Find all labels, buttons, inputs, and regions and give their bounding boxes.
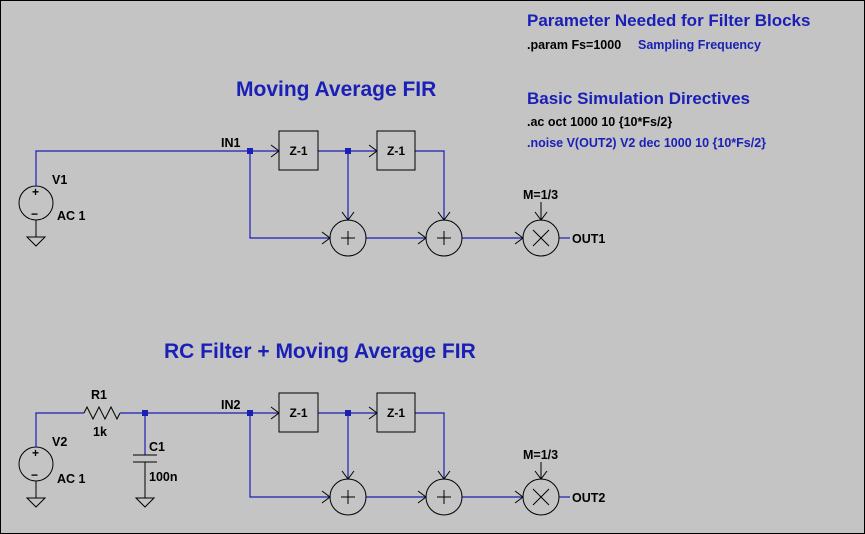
ground-icon: [134, 497, 156, 508]
summer-3[interactable]: [329, 478, 367, 516]
junction-dot: [142, 410, 148, 416]
noise-directive[interactable]: .noise V(OUT2) V2 dec 1000 10 {10*Fs/2}: [527, 136, 766, 150]
param-title: Parameter Needed for Filter Blocks: [527, 11, 810, 30]
source-v2-plus: +: [32, 446, 39, 460]
junction-dot: [247, 410, 253, 416]
summer-2[interactable]: [425, 219, 463, 257]
net-label-in1: IN1: [221, 136, 241, 150]
multiplier-2[interactable]: [522, 478, 560, 516]
circuit-2: RC Filter + Moving Average FIR + − V2 AC…: [18, 340, 605, 516]
directives-title: Basic Simulation Directives: [527, 89, 750, 108]
source-v1-minus: −: [31, 207, 38, 221]
net-label-out1: OUT1: [572, 232, 605, 246]
source-v2-minus: −: [31, 468, 38, 482]
ground-icon: [25, 497, 47, 508]
net-label-out2: OUT2: [572, 491, 605, 505]
delay-block-4-label: Z-1: [387, 406, 405, 420]
wire-v2-to-r1: [35, 412, 84, 447]
junction-dot: [345, 148, 351, 154]
delay-block-3-label: Z-1: [290, 406, 308, 420]
multiplier-1[interactable]: [522, 219, 560, 257]
capacitor-c1-value: 100n: [149, 470, 178, 484]
ground-icon: [25, 236, 47, 247]
source-v1-plus: +: [32, 185, 39, 199]
capacitor-c1[interactable]: [133, 454, 157, 498]
source-v2-name: V2: [52, 435, 67, 449]
delay-block-3[interactable]: [278, 392, 319, 433]
mult-param-label: M=1/3: [523, 188, 558, 202]
junction-dot: [247, 148, 253, 154]
resistor-r1-value: 1k: [93, 425, 107, 439]
circuit2-title: RC Filter + Moving Average FIR: [164, 340, 476, 363]
resistor-r1-name: R1: [91, 388, 107, 402]
delay-block-1-label: Z-1: [290, 144, 308, 158]
wire-in1: [35, 150, 279, 186]
delay-block-4[interactable]: [376, 392, 416, 433]
source-v2-value: AC 1: [57, 472, 86, 486]
capacitor-c1-name: C1: [149, 440, 165, 454]
resistor-r1[interactable]: [83, 405, 121, 421]
source-v1-name: V1: [52, 173, 67, 187]
delay-block-2[interactable]: [376, 130, 416, 171]
net-label-in2: IN2: [221, 398, 241, 412]
voltage-source-v1[interactable]: + −: [18, 185, 54, 221]
summer-4[interactable]: [425, 478, 463, 516]
junction-dot: [345, 410, 351, 416]
summer-1[interactable]: [329, 219, 367, 257]
source-v1-value: AC 1: [57, 209, 86, 223]
circuit1-title: Moving Average FIR: [236, 78, 436, 101]
wire-delay2-out: [415, 150, 445, 220]
delay-block-1[interactable]: [278, 130, 319, 171]
ac-directive[interactable]: .ac oct 1000 10 {10*Fs/2}: [527, 115, 672, 129]
wire-in1-to-sum1: [249, 151, 330, 239]
mult-param-label-2: M=1/3: [523, 448, 558, 462]
wire-in2-to-sum1: [249, 413, 330, 498]
voltage-source-v2[interactable]: + −: [18, 446, 54, 482]
param-comment: Sampling Frequency: [638, 38, 761, 52]
circuit-1: Moving Average FIR + − V1 AC 1: [18, 78, 605, 257]
delay-block-2-label: Z-1: [387, 144, 405, 158]
param-directive[interactable]: .param Fs=1000: [527, 38, 621, 52]
wire-delay2-out-2: [415, 412, 445, 479]
